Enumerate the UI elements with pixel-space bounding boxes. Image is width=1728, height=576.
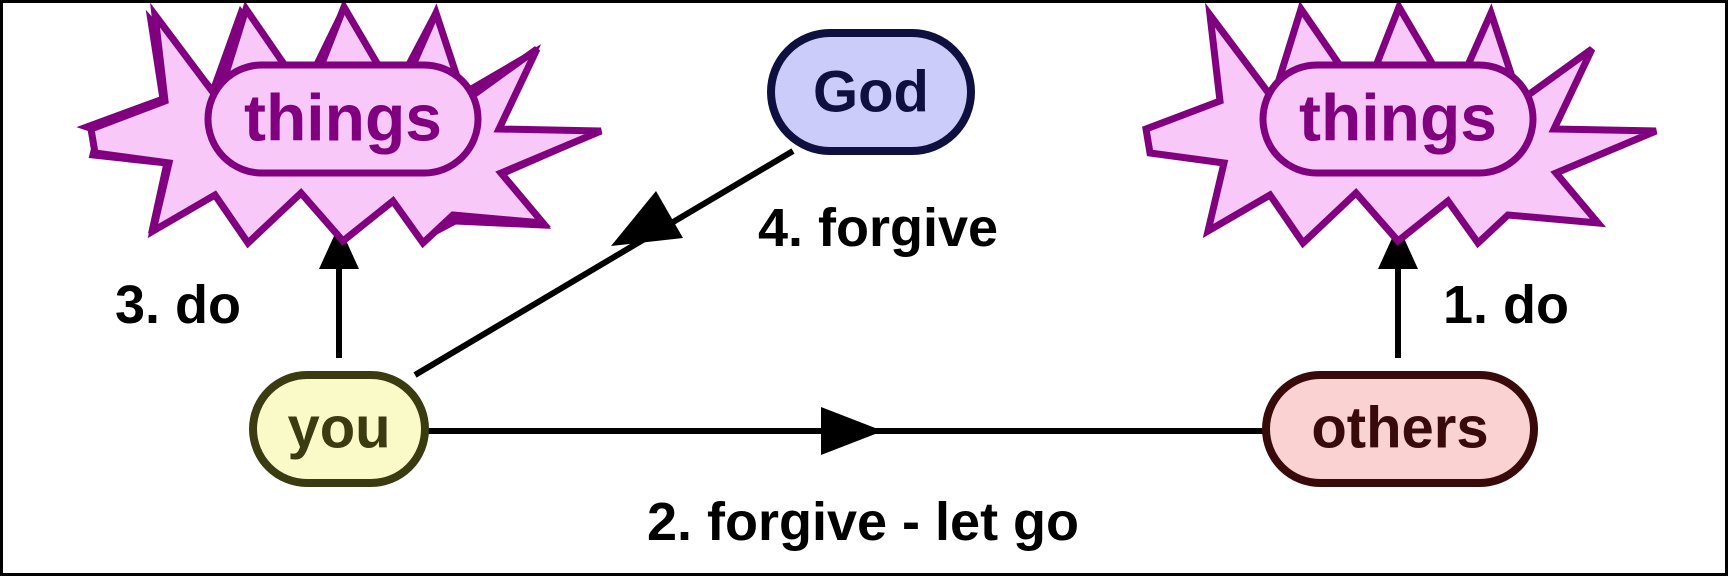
you-capsule bbox=[249, 371, 429, 487]
edge-label-4-forgive: 4. forgive bbox=[758, 198, 998, 258]
node-you[interactable]: you bbox=[249, 371, 429, 487]
others-label: others bbox=[1311, 395, 1488, 460]
god-capsule bbox=[767, 29, 975, 155]
diagram-svg: things things God you others 3. do 1. do… bbox=[76, 3, 1658, 552]
things-right-capsule bbox=[1259, 61, 1537, 177]
arrowhead-3 bbox=[319, 225, 359, 269]
node-things-right[interactable]: things bbox=[1142, 3, 1658, 249]
arrowhead-1 bbox=[1378, 225, 1418, 269]
node-others[interactable]: others bbox=[1262, 371, 1538, 487]
node-things-left[interactable]: things bbox=[76, 3, 603, 249]
others-capsule bbox=[1262, 371, 1538, 487]
things-right-label: things bbox=[1299, 80, 1497, 154]
edge-label-1-do: 1. do bbox=[1443, 275, 1569, 335]
you-label: you bbox=[287, 395, 390, 460]
things-left-label: things bbox=[244, 80, 442, 154]
node-god[interactable]: God bbox=[767, 29, 975, 155]
edge-label-2-forgive-let-go: 2. forgive - let go bbox=[647, 492, 1079, 552]
arrowhead-4 bbox=[611, 191, 683, 246]
edge-god-to-you bbox=[413, 148, 795, 378]
edge-you-to-others bbox=[423, 407, 1268, 455]
edge-line-4 bbox=[413, 148, 795, 378]
arrowhead-2 bbox=[821, 407, 883, 455]
edge-label-3-do: 3. do bbox=[115, 275, 241, 335]
edge-others-to-things-right bbox=[1378, 225, 1418, 358]
edge-you-to-things-left bbox=[319, 225, 359, 358]
things-left-capsule bbox=[204, 61, 482, 177]
god-label: God bbox=[813, 59, 929, 124]
